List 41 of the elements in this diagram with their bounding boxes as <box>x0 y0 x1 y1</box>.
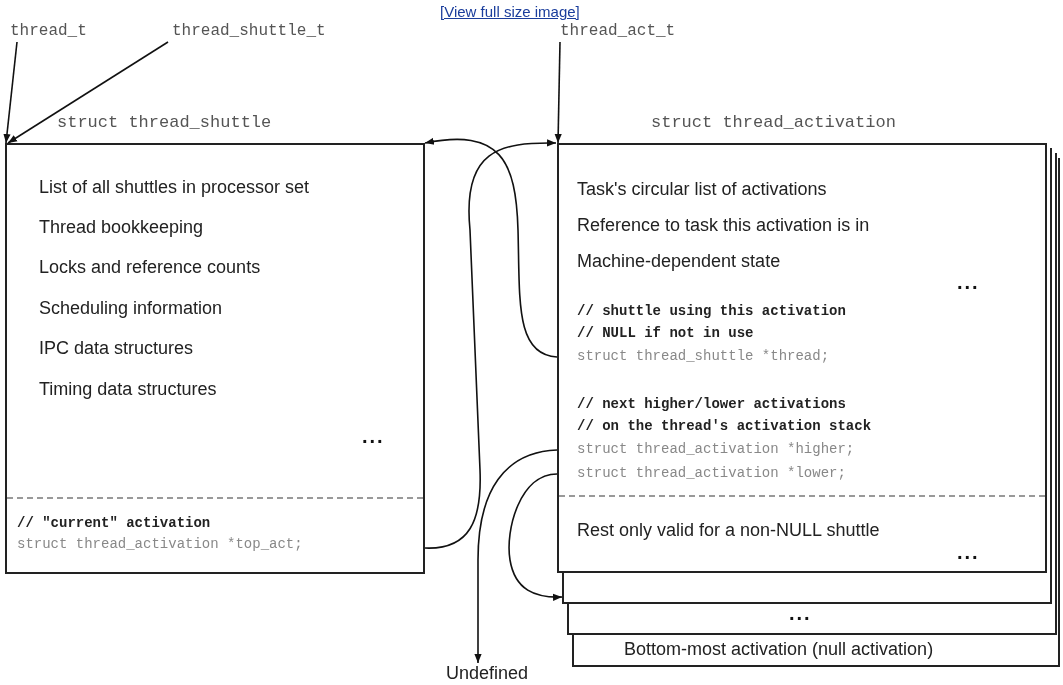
struct-box <box>572 633 1060 667</box>
field-description: List of all shuttles in processor set <box>39 177 310 198</box>
field-description: Rest only valid for a non-NULL shuttle <box>577 520 880 541</box>
code-comment: // shuttle using this activation <box>577 303 846 319</box>
field-description: Bottom-most activation (null activation) <box>624 639 934 660</box>
field-description: Timing data structures <box>39 379 217 400</box>
ellipsis-mark: ... <box>362 425 385 448</box>
pointer-arrow <box>424 138 558 358</box>
code-field: struct thread_activation *higher; <box>577 441 855 457</box>
code-field: struct thread_activation *lower; <box>577 465 846 481</box>
field-description: Machine-dependent state <box>577 251 781 272</box>
code-comment: // next higher/lower activations <box>577 396 846 412</box>
ellipsis-mark: ... <box>789 602 812 625</box>
field-description: Task's circular list of activations <box>577 179 827 200</box>
struct-name: struct thread_activation <box>651 113 896 132</box>
field-description: Thread bookkeeping <box>39 217 204 238</box>
struct-box <box>567 602 1057 635</box>
pointer-arrow <box>424 139 557 549</box>
code-field: struct thread_activation *top_act; <box>17 536 303 552</box>
pointer-arrow <box>474 449 558 664</box>
view-link: [View full size image] <box>440 3 580 20</box>
pointer-arrow <box>554 41 562 144</box>
code-field: struct thread_shuttle *thread; <box>577 348 830 364</box>
struct-name: struct thread_shuttle <box>57 113 272 132</box>
ellipsis-mark: ... <box>957 271 980 294</box>
type-name-label: thread_t <box>10 22 87 40</box>
pointer-arrow <box>7 41 169 144</box>
ellipsis-mark: ... <box>957 541 980 564</box>
field-description: Locks and reference counts <box>39 257 261 278</box>
code-comment: // NULL if not in use <box>577 325 754 341</box>
pointer-arrow <box>3 41 18 144</box>
struct-box <box>562 571 1052 604</box>
code-comment: // "current" activation <box>17 515 211 531</box>
field-description: Scheduling information <box>39 298 223 319</box>
pointer-arrow <box>508 473 563 601</box>
code-comment: // on the thread's activation stack <box>577 418 872 434</box>
type-name-label: thread_act_t <box>560 22 676 40</box>
field-description: Reference to task this activation is in <box>577 215 870 236</box>
target-label: Undefined <box>446 663 529 684</box>
field-description: IPC data structures <box>39 338 194 359</box>
type-name-label: thread_shuttle_t <box>172 22 326 40</box>
